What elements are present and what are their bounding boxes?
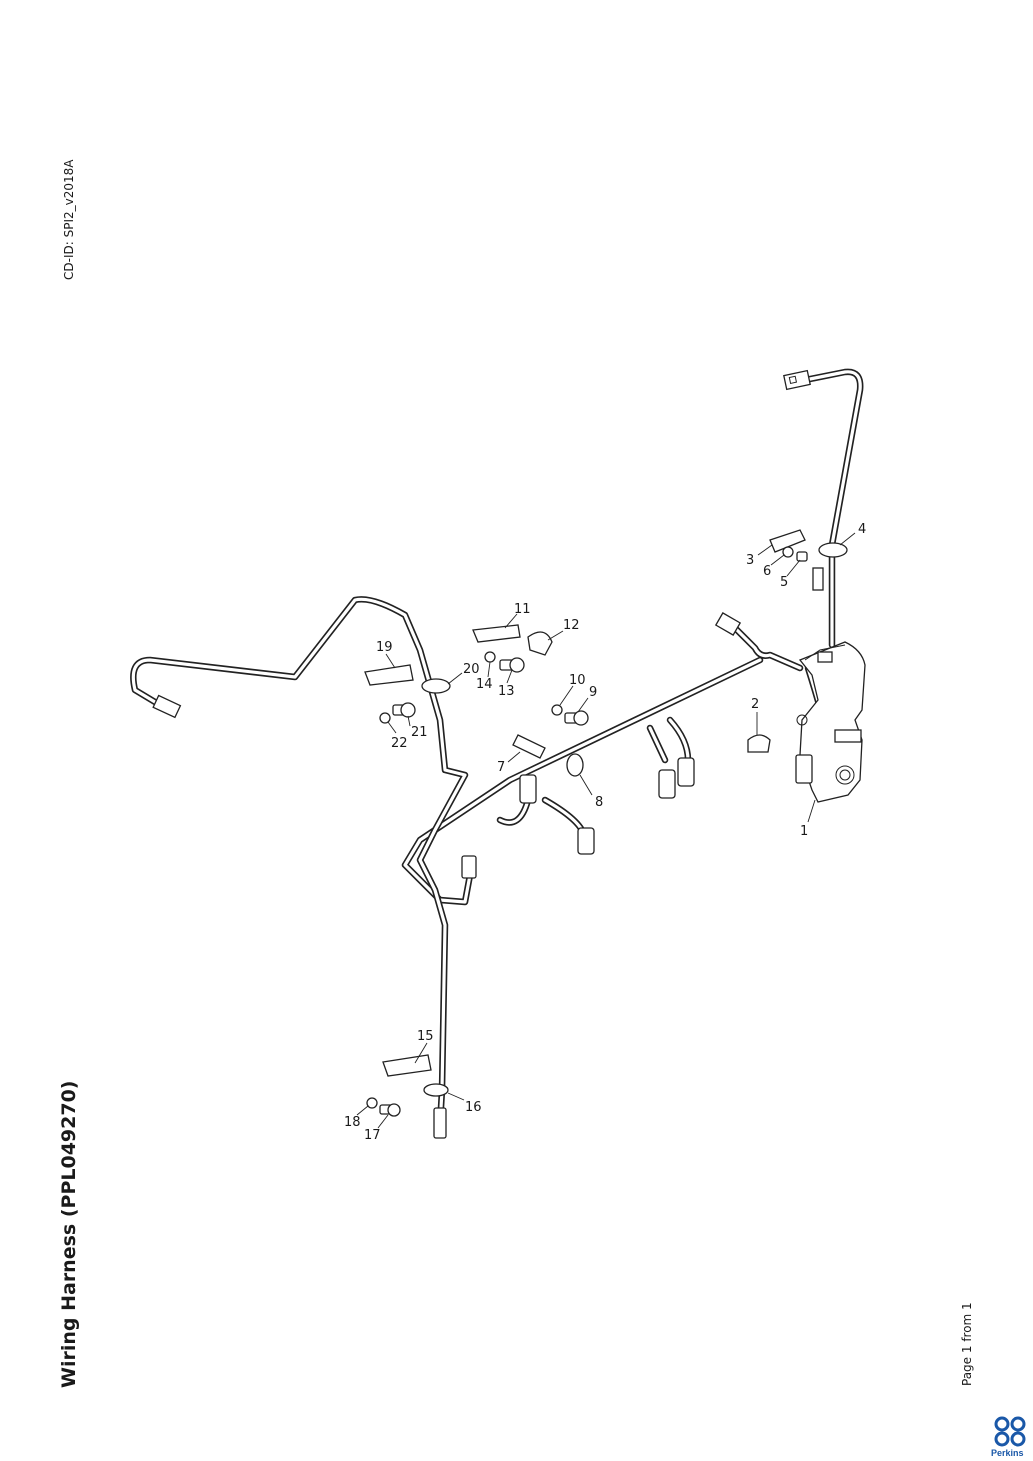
callout-15: 15 — [417, 1029, 434, 1044]
perkins-logo-icon — [994, 1416, 1026, 1447]
callout-19: 19 — [376, 640, 393, 655]
callout-20: 20 — [463, 662, 480, 677]
perkins-logo-text: Perkins — [991, 1448, 1024, 1458]
callout-13: 13 — [498, 684, 515, 699]
harness-parts — [152, 369, 866, 1139]
callout-1: 1 — [800, 824, 808, 839]
callout-11: 11 — [514, 602, 531, 617]
callout-7: 7 — [497, 760, 505, 775]
callout-9: 9 — [589, 685, 597, 700]
callout-5: 5 — [780, 575, 788, 590]
callout-2: 2 — [751, 697, 759, 712]
callout-12: 12 — [563, 618, 580, 633]
callout-18: 18 — [344, 1115, 361, 1130]
callout-17: 17 — [364, 1128, 381, 1143]
callout-22: 22 — [391, 736, 408, 751]
callout-labels: 1 2 3 4 5 6 7 8 9 10 11 12 13 14 15 16 1… — [344, 522, 866, 1143]
callout-14: 14 — [476, 677, 493, 692]
callout-8: 8 — [595, 795, 603, 810]
callout-4: 4 — [858, 522, 866, 537]
callout-10: 10 — [569, 673, 586, 688]
callout-21: 21 — [411, 725, 428, 740]
leader-lines — [356, 532, 856, 1129]
callout-3: 3 — [746, 553, 754, 568]
callout-6: 6 — [763, 564, 771, 579]
callout-16: 16 — [465, 1100, 482, 1115]
